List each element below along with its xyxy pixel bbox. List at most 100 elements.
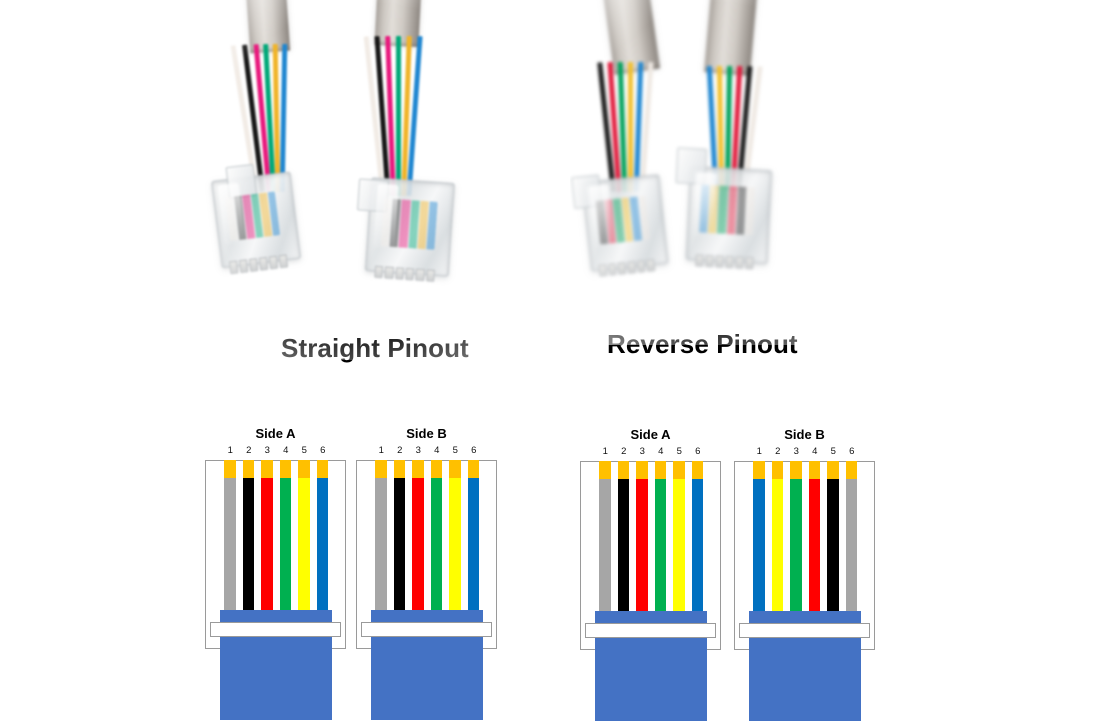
rj11-connector bbox=[675, 147, 773, 270]
pin-number: 1 bbox=[378, 445, 384, 456]
gold-pin bbox=[412, 460, 424, 484]
wire-4 bbox=[279, 478, 291, 613]
connector-latch-bar bbox=[210, 622, 341, 637]
straight-pinout-caption: Straight Pinout bbox=[281, 333, 469, 363]
connector-body-main bbox=[749, 638, 861, 721]
wire-6 bbox=[316, 478, 328, 613]
gold-pin bbox=[224, 460, 236, 484]
reverse-pinout-caption: Reverse Pinout bbox=[607, 329, 798, 359]
diagram-title: Side A bbox=[255, 426, 296, 441]
wire-4 bbox=[808, 479, 820, 614]
gold-pin bbox=[636, 461, 648, 485]
wire-1 bbox=[224, 478, 236, 613]
pin-number: 1 bbox=[756, 446, 762, 457]
wire-4 bbox=[430, 478, 442, 613]
wire-bundle bbox=[363, 35, 432, 197]
connector-body-main bbox=[595, 638, 707, 721]
pin-number: 6 bbox=[849, 446, 855, 457]
gold-pin-row bbox=[375, 460, 479, 484]
gold-pin bbox=[375, 460, 387, 484]
wire-color-row bbox=[224, 478, 328, 613]
gold-pin bbox=[279, 460, 291, 484]
gold-pin bbox=[261, 460, 273, 484]
wire-6 bbox=[467, 478, 479, 613]
pin-number-row: 1 2 3 4 5 6 bbox=[372, 445, 483, 456]
photo-plug-straight-left bbox=[211, 0, 354, 306]
pin-number: 5 bbox=[676, 446, 682, 457]
gold-pin bbox=[298, 460, 310, 484]
gold-pin bbox=[808, 461, 820, 485]
wire-5 bbox=[449, 478, 461, 613]
gold-pin bbox=[467, 460, 479, 484]
gold-pin bbox=[827, 461, 839, 485]
wire-1 bbox=[599, 479, 611, 614]
pin-number: 2 bbox=[246, 445, 252, 456]
wire-5 bbox=[673, 479, 685, 614]
gold-pin bbox=[242, 460, 254, 484]
rj11-connector bbox=[211, 163, 302, 275]
diagram-reverse-side-b: Side B 1 2 3 4 5 6 bbox=[733, 427, 876, 721]
pin-number: 1 bbox=[602, 446, 608, 457]
pin-number: 3 bbox=[639, 446, 645, 457]
rj11-connector bbox=[571, 174, 669, 277]
wire-2 bbox=[242, 478, 254, 613]
diagram-straight-side-b: Side B 1 2 3 4 5 6 bbox=[355, 426, 498, 720]
wire-3 bbox=[412, 478, 424, 613]
gold-pin bbox=[753, 461, 765, 485]
pin-number: 4 bbox=[658, 446, 664, 457]
gold-pin-row bbox=[599, 461, 703, 485]
diagram-reverse-side-a: Side A 1 2 3 4 5 6 bbox=[579, 427, 722, 721]
straight-pinout-photo bbox=[200, 0, 540, 360]
connector-body-main bbox=[220, 637, 332, 720]
pin-number: 5 bbox=[452, 445, 458, 456]
wire-2 bbox=[771, 479, 783, 614]
gold-pin bbox=[430, 460, 442, 484]
gold-pin bbox=[654, 461, 666, 485]
cable-jacket bbox=[704, 0, 758, 76]
wire-bundle bbox=[597, 61, 660, 193]
wire-4 bbox=[654, 479, 666, 614]
pin-number: 6 bbox=[320, 445, 326, 456]
reverse-pinout-photo bbox=[570, 0, 870, 345]
gold-pin bbox=[393, 460, 405, 484]
photo-plug-straight-right bbox=[356, 0, 498, 314]
pin-number: 2 bbox=[397, 445, 403, 456]
pinout-illustration: Straight Pinout Reverse Pinout Side A 1 … bbox=[0, 0, 1098, 694]
gold-pin bbox=[771, 461, 783, 485]
rj11-connector bbox=[356, 177, 456, 282]
diagram-title: Side A bbox=[630, 427, 671, 442]
wire-3 bbox=[636, 479, 648, 614]
wire-2 bbox=[393, 478, 405, 613]
connector-body-main bbox=[371, 637, 483, 720]
connector-latch-bar bbox=[361, 622, 492, 637]
pin-number-row: 1 2 3 4 5 6 bbox=[221, 445, 332, 456]
pin-number-row: 1 2 3 4 5 6 bbox=[750, 446, 861, 457]
gold-pin-row bbox=[753, 461, 857, 485]
gold-pin bbox=[617, 461, 629, 485]
pin-number: 5 bbox=[830, 446, 836, 457]
diagram-straight-side-a: Side A 1 2 3 4 5 6 bbox=[204, 426, 347, 720]
gold-pin bbox=[316, 460, 328, 484]
connector-latch-bar bbox=[739, 623, 870, 638]
wire-1 bbox=[375, 478, 387, 613]
gold-pin bbox=[449, 460, 461, 484]
gold-pin bbox=[691, 461, 703, 485]
pin-number: 4 bbox=[434, 445, 440, 456]
wire-5 bbox=[827, 479, 839, 614]
pin-number: 6 bbox=[695, 446, 701, 457]
pin-number: 5 bbox=[301, 445, 307, 456]
pin-number: 2 bbox=[775, 446, 781, 457]
wire-3 bbox=[261, 478, 273, 613]
pin-number: 2 bbox=[621, 446, 627, 457]
pin-number: 6 bbox=[471, 445, 477, 456]
gold-pin bbox=[845, 461, 857, 485]
wire-1 bbox=[753, 479, 765, 614]
wire-5 bbox=[298, 478, 310, 613]
wire-color-row bbox=[375, 478, 479, 613]
pin-number: 4 bbox=[812, 446, 818, 457]
pin-number: 4 bbox=[283, 445, 289, 456]
wire-2 bbox=[617, 479, 629, 614]
diagram-title: Side B bbox=[406, 426, 447, 441]
wire-6 bbox=[845, 479, 857, 614]
photo-plug-reverse-right bbox=[675, 0, 838, 302]
